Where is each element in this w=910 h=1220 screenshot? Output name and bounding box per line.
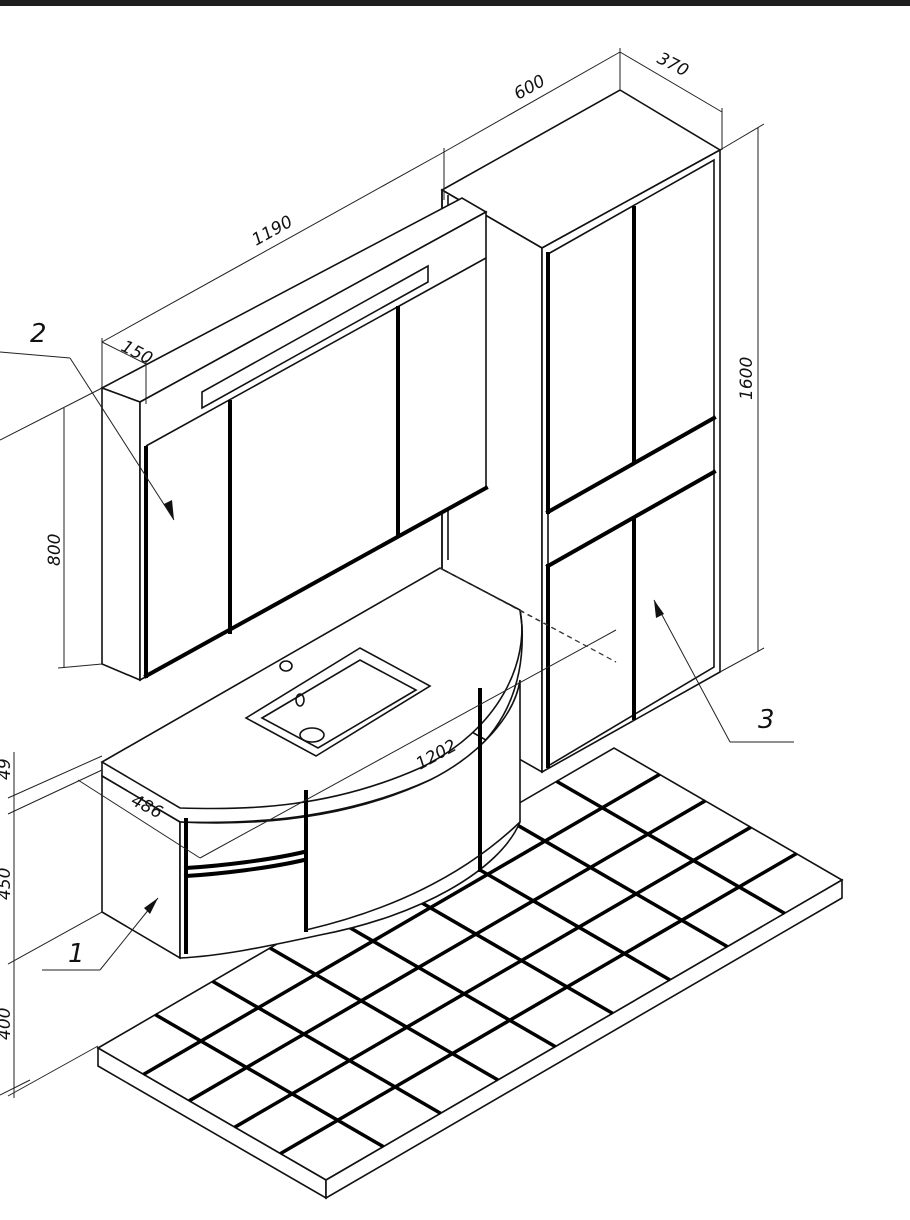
dimension-lines: [0, 48, 765, 1098]
dim-vanity-top: 49: [0, 758, 15, 780]
floor-tile-line: [188, 799, 707, 1103]
floor-tile-line: [269, 946, 499, 1082]
floor-tile-line: [498, 813, 729, 949]
dim-tall-width: 600: [511, 71, 549, 104]
dim-vanity-body: 450: [0, 868, 15, 900]
callout-mirror-cabinet: 2: [30, 319, 47, 349]
floor-tile-grid: [96, 747, 844, 1200]
dim-mirror-height: 800: [45, 534, 65, 566]
mirror-cabinet: [100, 197, 489, 682]
floor-tile-line: [154, 1013, 385, 1149]
top-frame-bar: [0, 0, 910, 6]
dim-floor-clearance: 400: [0, 1008, 15, 1040]
callout-tall-cabinet: 3: [758, 705, 775, 735]
vanity-unit: [100, 567, 524, 960]
floor-tile-line: [233, 825, 752, 1129]
callout-vanity: 1: [68, 939, 85, 969]
floor-tile-line: [555, 779, 786, 915]
dim-mirror-width: 1190: [249, 212, 297, 250]
floor-tile-line: [142, 772, 661, 1076]
dim-tall-height: 1600: [737, 357, 757, 400]
floor-tile-line: [326, 913, 557, 1049]
dim-tall-depth: 370: [654, 49, 692, 82]
callout-leaders: [0, 351, 794, 971]
floor-tile-line: [279, 852, 798, 1156]
floor-tile-line: [211, 979, 442, 1115]
